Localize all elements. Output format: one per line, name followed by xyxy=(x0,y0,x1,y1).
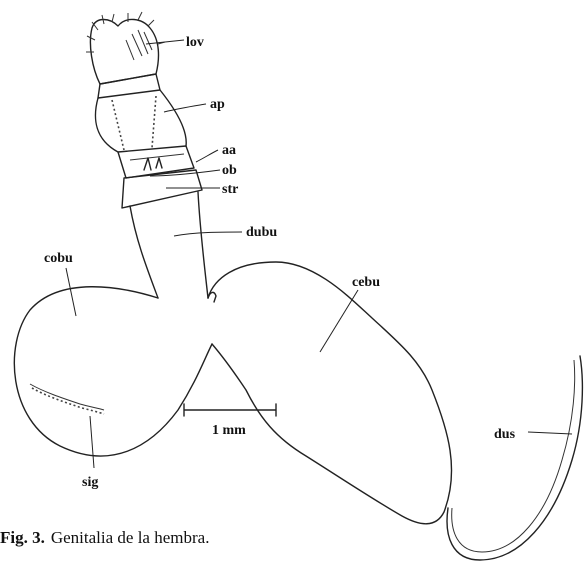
label-ap: ap xyxy=(210,97,225,112)
antrum xyxy=(118,146,194,178)
ovipositor-lobes xyxy=(86,12,165,84)
apophyses xyxy=(95,90,186,152)
label-sig: sig xyxy=(82,475,98,490)
label-ob: ob xyxy=(222,163,237,178)
caption-text: Genitalia de la hembra. xyxy=(51,528,210,547)
signum xyxy=(30,384,104,414)
scale-bar: 1 mm xyxy=(184,404,276,438)
ductus-bursae xyxy=(130,192,208,298)
label-dus: dus xyxy=(494,427,516,442)
label-dubu: dubu xyxy=(246,225,277,240)
segment-ring xyxy=(98,74,160,98)
figure-caption: Fig. 3. Genitalia de la hembra. xyxy=(0,528,209,548)
figure-number: Fig. 3. xyxy=(0,528,45,547)
label-cebu: cebu xyxy=(352,275,380,290)
cervix-bursae xyxy=(208,262,452,524)
scale-bar-label: 1 mm xyxy=(212,423,246,438)
label-str: str xyxy=(222,182,238,197)
label-cobu: cobu xyxy=(44,251,73,266)
label-aa: aa xyxy=(222,143,236,158)
label-lov: lov xyxy=(186,35,204,50)
corpus-bursae xyxy=(14,287,212,456)
ductus-seminalis xyxy=(447,356,582,560)
